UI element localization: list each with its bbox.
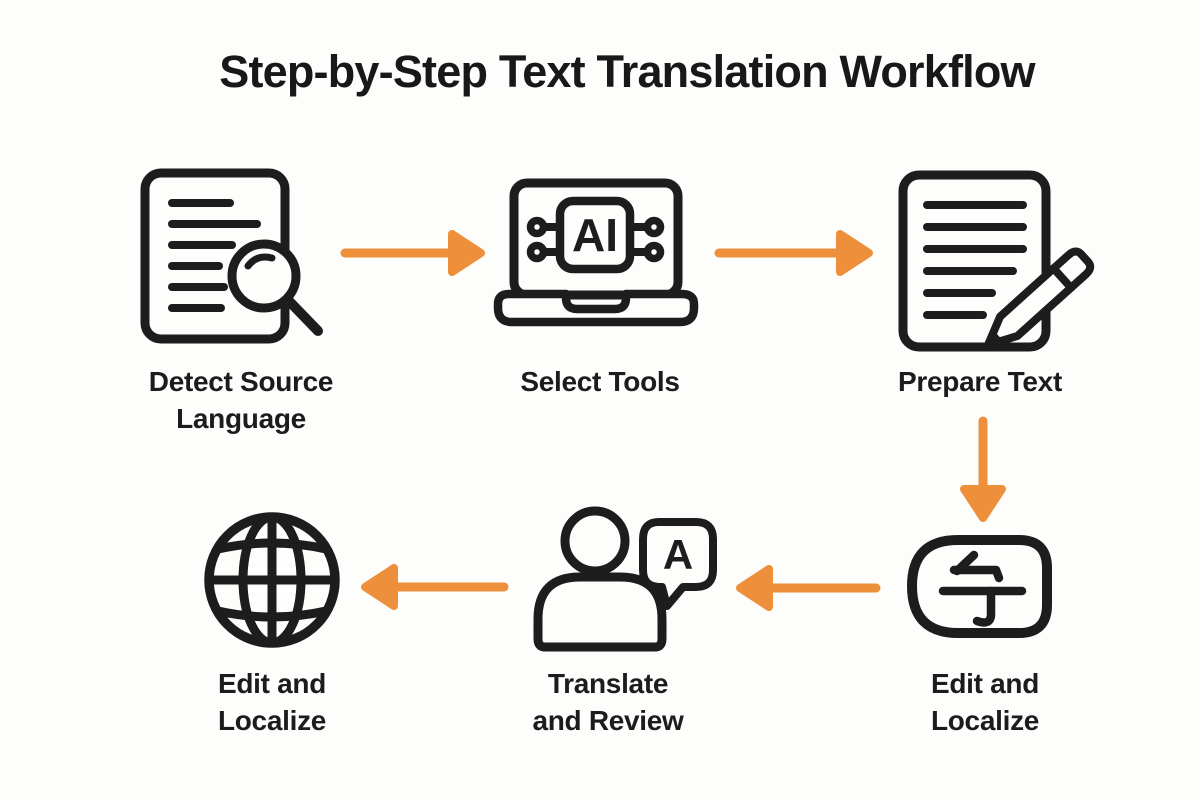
pencil-icon (984, 247, 1095, 349)
laptop-base (493, 289, 699, 327)
ai-chip-label: AI (572, 209, 618, 261)
step-label-edit-and-localize-right: Edit and Localize (930, 668, 1040, 736)
arrow-edit-to-translate (736, 565, 881, 611)
page-title: Step-by-Step Text Translation Workflow (219, 46, 1035, 97)
globe-icon (204, 512, 340, 648)
step-label-select-tools: Select Tools (520, 366, 680, 397)
person-body (533, 572, 667, 652)
ai-laptop-icon: AI (493, 178, 699, 327)
arrow-translate-to-localize (361, 564, 509, 610)
speech-bubble-letter: A (663, 531, 693, 578)
ai-chip-icon: AI (526, 196, 665, 274)
magnifier-icon (227, 239, 323, 336)
person-speech-bubble-icon: A (533, 506, 717, 652)
step-label-detect-source-language: Detect Source Language (148, 366, 334, 434)
speech-bubble-icon: A (639, 518, 717, 610)
cjk-glyph (938, 550, 1027, 627)
person-head (560, 506, 630, 576)
arrow-detect-to-select (340, 230, 485, 276)
step-label-edit-and-localize-left: Edit and Localize (217, 668, 327, 736)
document-search-icon (140, 168, 323, 344)
arrow-select-to-prepare (714, 230, 873, 276)
document-pencil-icon (898, 170, 1095, 352)
arrow-prepare-to-edit (960, 416, 1006, 522)
step-label-translate-and-review: Translate and Review (532, 668, 684, 736)
cjk-character-pill-icon (907, 535, 1052, 638)
step-label-prepare-text: Prepare Text (898, 366, 1062, 397)
